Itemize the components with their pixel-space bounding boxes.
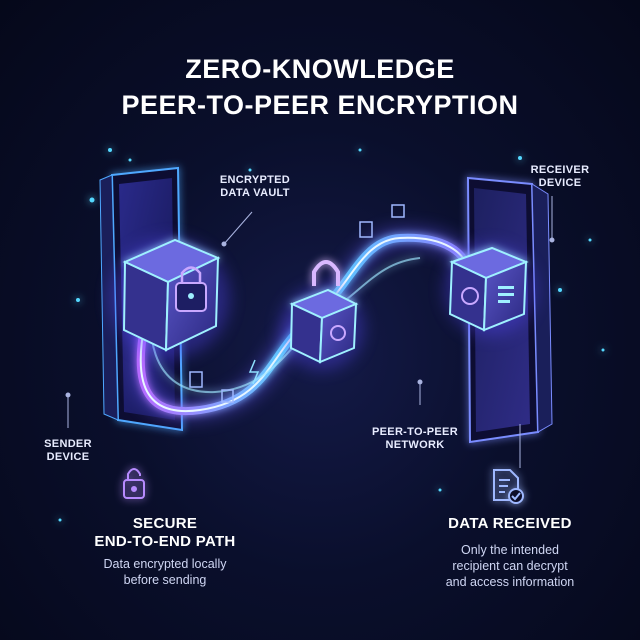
vault-label: ENCRYPTED DATA VAULT	[205, 174, 305, 200]
lightning-icon	[248, 359, 260, 385]
network-label-line2: NETWORK	[385, 439, 445, 451]
file-lock-icon	[221, 389, 234, 403]
padlock-icon	[123, 468, 145, 499]
receiver-label-line1: RECEIVER	[530, 164, 590, 176]
sender-label: SENDER DEVICE	[30, 438, 106, 464]
file-icon	[359, 221, 373, 238]
vault-label-line2: DATA VAULT	[220, 187, 290, 199]
secure-path-heading-line1: SECURE	[132, 515, 198, 532]
data-received-desc-line3: and access information	[445, 575, 575, 589]
vault-cube	[110, 238, 230, 358]
file-icon	[189, 371, 203, 388]
vault-label-line1: ENCRYPTED	[219, 174, 291, 186]
verified-document-icon	[493, 469, 524, 504]
secure-path-desc-line1: Data encrypted locally	[103, 557, 227, 571]
sender-label-line2: DEVICE	[46, 451, 90, 463]
page-title-line1: ZERO-KNOWLEDGE	[185, 54, 455, 84]
sender-label-line1: SENDER	[44, 438, 92, 450]
receiver-label-line2: DEVICE	[538, 177, 582, 189]
floating-file-icons	[189, 204, 405, 403]
data-received-desc-line1: Only the intended	[461, 543, 559, 557]
secure-path-description: Data encrypted locally before sending	[50, 556, 280, 588]
particles	[58, 148, 605, 522]
data-received-heading: DATA RECEIVED	[448, 515, 572, 532]
secure-path-heading-line2: END-TO-END PATH	[94, 533, 236, 550]
page-title-line2: PEER-TO-PEER ENCRYPTION	[121, 90, 519, 120]
network-label: PEER-TO-PEER NETWORK	[355, 426, 475, 452]
network-label-line1: PEER-TO-PEER	[372, 426, 458, 438]
receiver-label: RECEIVER DEVICE	[520, 164, 600, 190]
secure-path-heading: SECURE END-TO-END PATH	[70, 515, 260, 551]
middle-lock-cube	[280, 260, 364, 370]
data-received-description: Only the intended recipient can decrypt …	[400, 542, 620, 590]
secure-path-desc-line2: before sending	[123, 573, 207, 587]
receiver-cube	[444, 244, 536, 336]
data-received-desc-line2: recipient can decrypt	[452, 559, 568, 573]
leader-lines	[65, 196, 555, 468]
file-lock-icon	[391, 204, 405, 218]
